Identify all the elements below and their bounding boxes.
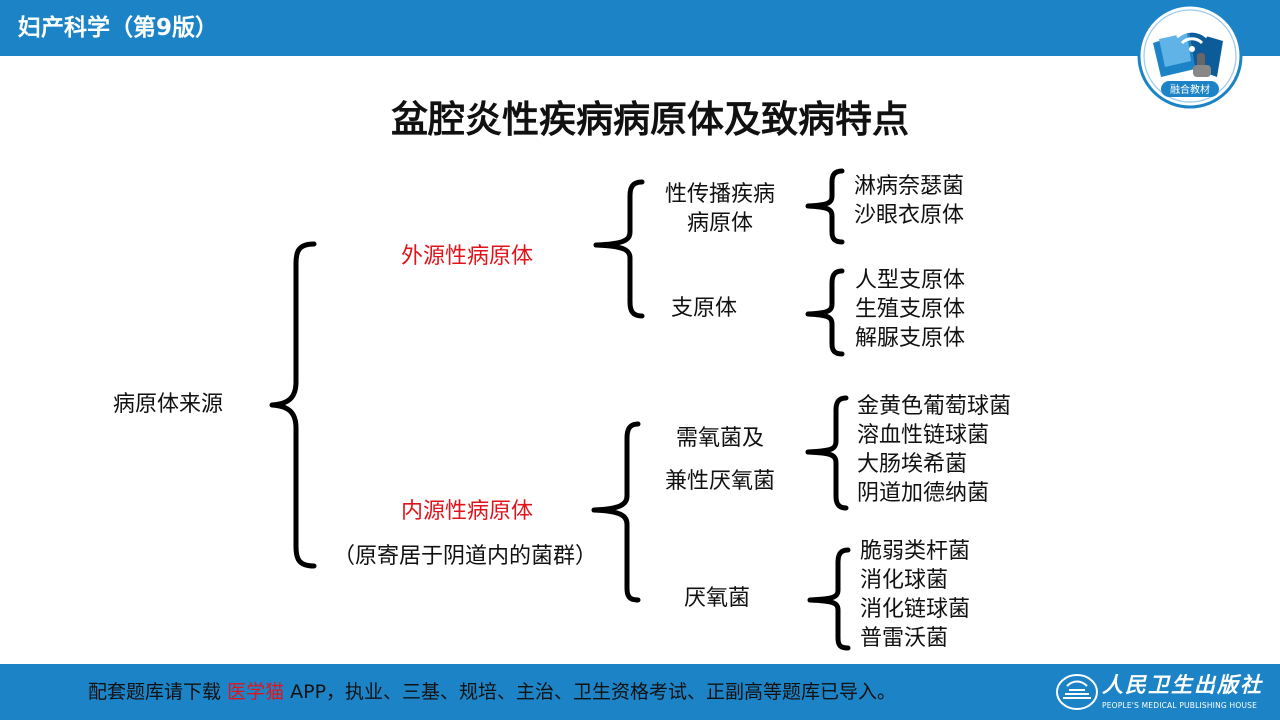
- mycoplasma-brace: [805, 268, 845, 357]
- endogenous-label: 内源性病原体: [401, 499, 534, 524]
- footer-prefix: 配套题库请下载: [88, 681, 222, 703]
- footer-app-name: 医学猫: [227, 681, 285, 703]
- std-pathogens-label: 性传播疾病 病原体: [650, 180, 790, 238]
- std-item-list: 淋病奈瑟菌 沙眼衣原体: [854, 172, 964, 230]
- mycoplasma-item-list: 人型支原体 生殖支原体 解脲支原体: [855, 266, 965, 353]
- list-item: 淋病奈瑟菌: [854, 174, 965, 199]
- list-item: 脆弱类杆菌: [860, 539, 971, 564]
- list-item: 大肠埃希菌: [857, 452, 968, 477]
- exogenous-label: 外源性病原体: [401, 244, 534, 269]
- list-item: 生殖支原体: [855, 297, 966, 322]
- aerobic-line2: 兼性厌氧菌: [664, 469, 775, 494]
- root-brace: [269, 241, 317, 569]
- publisher-name-cn: 人民卫生出版社: [1102, 672, 1263, 697]
- book-title: 妇产科学（第9版）: [18, 15, 219, 41]
- aerobic-line1: 需氧菌及: [675, 426, 764, 451]
- badge-label: 融合教材: [1170, 83, 1210, 96]
- anaerobic-label: 厌氧菌: [684, 586, 751, 611]
- footer-bar: 配套题库请下载 医学猫 APP，执业、三基、规培、主治、卫生资格考试、正副高等题…: [0, 664, 1280, 720]
- list-item: 溶血性链球菌: [857, 423, 990, 448]
- slide-title: 盆腔炎性疾病病原体及致病特点: [391, 98, 909, 141]
- list-item: 消化链球菌: [860, 597, 971, 622]
- endogenous-note: （原寄居于阴道内的菌群）: [333, 544, 598, 569]
- exogenous-brace: [593, 179, 645, 319]
- aerobic-label: 需氧菌及 兼性厌氧菌: [650, 424, 790, 496]
- list-item: 人型支原体: [855, 268, 966, 293]
- list-item: 消化球菌: [860, 568, 949, 593]
- aerobic-brace: [805, 395, 849, 511]
- list-item: 沙眼衣原体: [854, 203, 965, 228]
- aerobic-item-list: 金黄色葡萄球菌 溶血性链球菌 大肠埃希菌 阴道加德纳菌: [857, 392, 1011, 508]
- std-pathogens-line1: 性传播疾病: [664, 182, 775, 207]
- root-node-label: 病原体来源: [113, 392, 224, 417]
- anaerobic-item-list: 脆弱类杆菌 消化球菌 消化链球菌 普雷沃菌: [860, 537, 970, 653]
- footer-notice: 配套题库请下载 医学猫 APP，执业、三基、规培、主治、卫生资格考试、正副高等题…: [88, 678, 896, 706]
- list-item: 阴道加德纳菌: [857, 481, 990, 506]
- std-pathogens-line2: 病原体: [686, 211, 753, 236]
- mycoplasma-label: 支原体: [671, 296, 738, 321]
- list-item: 金黄色葡萄球菌: [857, 394, 1012, 419]
- publisher-name-en: PEOPLE'S MEDICAL PUBLISHING HOUSE: [1102, 701, 1258, 710]
- list-item: 解脲支原体: [855, 326, 966, 351]
- anaerobic-brace: [807, 547, 851, 651]
- header-bar: 妇产科学（第9版）: [0, 0, 1280, 56]
- publisher-logo-icon: [1056, 674, 1098, 710]
- fusion-textbook-badge-icon: 融合教材: [1137, 3, 1243, 109]
- footer-suffix: APP，执业、三基、规培、主治、卫生资格考试、正副高等题库已导入。: [290, 681, 897, 703]
- endogenous-brace: [591, 421, 641, 603]
- std-brace: [805, 168, 845, 245]
- list-item: 普雷沃菌: [860, 626, 949, 651]
